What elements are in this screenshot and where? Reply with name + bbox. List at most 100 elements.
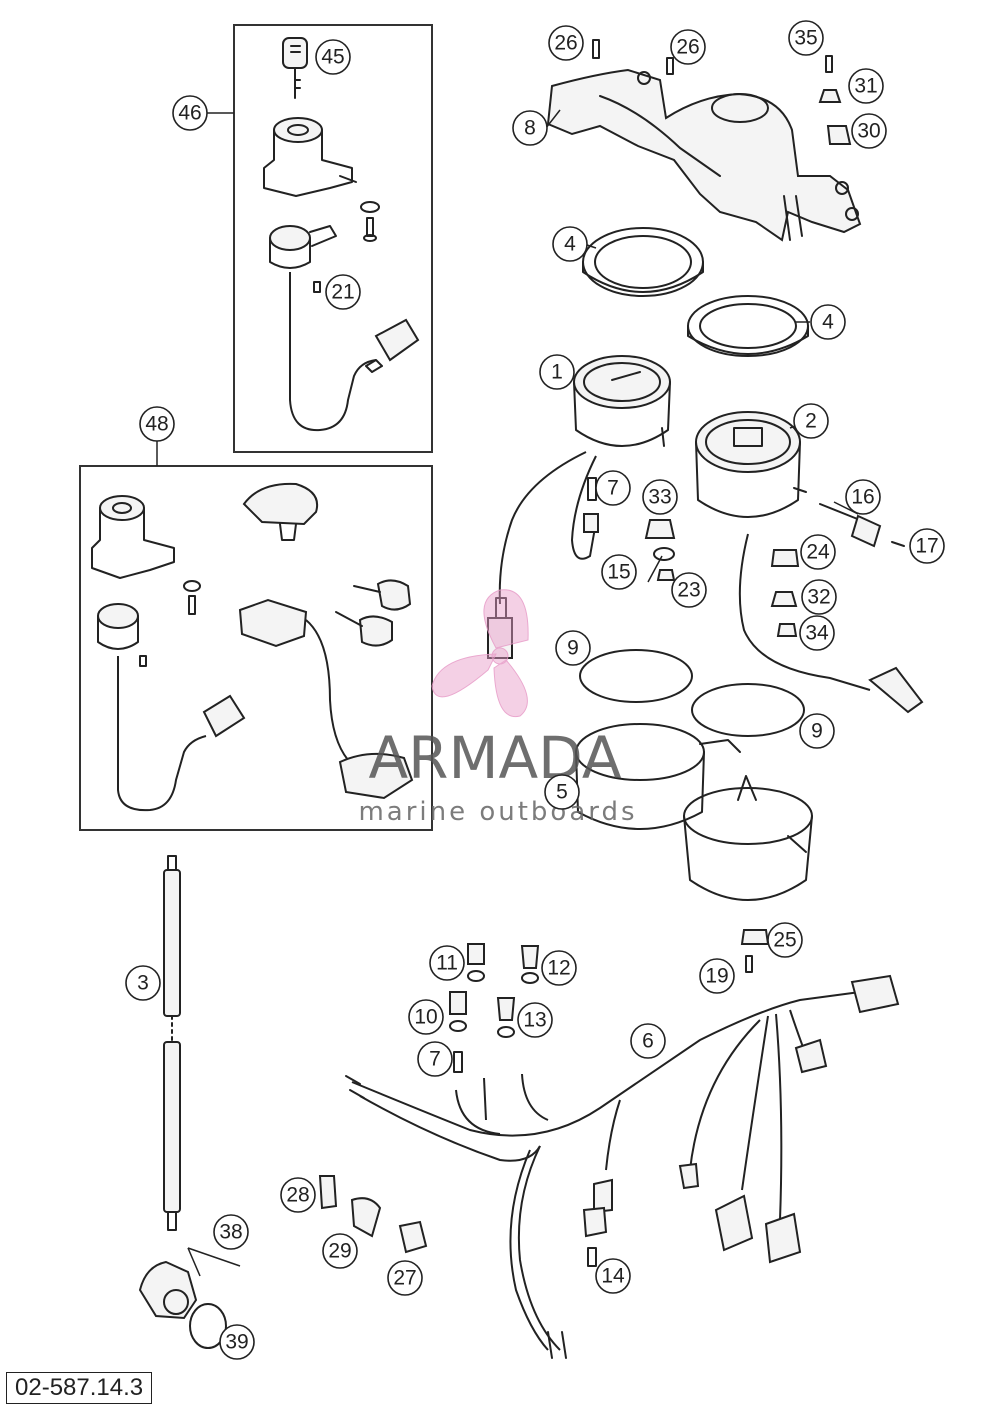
gauge-1-harness [487, 451, 599, 659]
callout-c9a: 9 [555, 630, 591, 666]
callout-label: 34 [805, 622, 829, 645]
lock-housing-48 [91, 495, 175, 579]
gauge-part-2 [695, 411, 807, 518]
callout-label: 11 [436, 952, 458, 975]
gasket-part-39 [189, 1303, 227, 1349]
callout-label: 31 [854, 75, 877, 98]
lock-housing [263, 117, 357, 197]
speedo-cable-part-3 [163, 855, 181, 1231]
callout-c27: 27 [387, 1260, 423, 1296]
callout-label: 3 [137, 972, 149, 995]
keys-pair [335, 579, 412, 647]
screw [366, 217, 374, 237]
callout-label: 21 [331, 281, 354, 304]
callout-c26a: 26 [548, 25, 584, 61]
bulb-part-11 [467, 943, 485, 965]
callout-label: 12 [547, 957, 570, 980]
callout-c33: 33 [642, 479, 678, 515]
callout-label: 25 [773, 929, 796, 952]
callout-c48: 48 [139, 406, 175, 442]
callout-c1: 1 [539, 354, 575, 390]
callout-label: 32 [807, 586, 830, 609]
callout-label: 13 [523, 1009, 546, 1032]
callout-c3: 3 [125, 965, 161, 1001]
bulb-part-12 [520, 945, 540, 969]
callout-c14: 14 [595, 1258, 631, 1294]
watermark-tagline: marine outboards [358, 797, 637, 827]
gauge-housing-part-5 [575, 723, 813, 901]
callout-c45: 45 [315, 39, 351, 75]
callout-c35: 35 [788, 20, 824, 56]
callout-label: 30 [857, 120, 880, 143]
instrument-bracket-part-8 [546, 68, 862, 242]
cover-cap [242, 482, 318, 526]
callout-label: 27 [393, 1267, 416, 1290]
callout-c10: 10 [408, 999, 444, 1035]
callout-label: 38 [219, 1221, 242, 1244]
callout-label: 48 [145, 413, 168, 436]
transponder-unit [238, 598, 414, 800]
callout-c11: 11 [429, 945, 465, 981]
group-46-frame [233, 24, 433, 453]
bolt-part-16 [819, 503, 882, 548]
bracket-part-28 [318, 1175, 338, 1210]
callout-c39: 39 [219, 1324, 255, 1360]
callout-c38: 38 [213, 1214, 249, 1250]
grommet-part-25 [740, 929, 770, 945]
callout-label: 7 [429, 1048, 441, 1071]
callout-c21: 21 [325, 274, 361, 310]
callout-c24: 24 [800, 534, 836, 570]
callout-label: 8 [524, 117, 536, 140]
seal-ring-9a [579, 649, 693, 703]
callout-c34: 34 [799, 615, 835, 651]
callout-label: 1 [551, 361, 563, 384]
bulb-part-14 [587, 1247, 597, 1267]
screw-35 [825, 55, 833, 73]
armada-propeller-logo [431, 589, 529, 718]
bezel-ring-4b [687, 295, 809, 357]
callout-c12: 12 [541, 950, 577, 986]
callout-c17: 17 [909, 528, 945, 564]
key-part-45 [282, 37, 308, 99]
bulb-part-10 [449, 991, 467, 1015]
callout-label: 19 [705, 965, 728, 988]
bulb-part-7b [453, 1051, 463, 1073]
callout-label: 46 [178, 102, 201, 125]
bulb-part-7 [587, 477, 597, 501]
callout-label: 4 [822, 311, 834, 334]
callout-label: 33 [648, 486, 671, 509]
screw-17 [891, 541, 905, 547]
callout-label: 35 [794, 27, 817, 50]
callout-label: 6 [642, 1030, 654, 1053]
washer-part-32 [770, 591, 798, 607]
callout-c4a: 4 [552, 226, 588, 262]
callout-c5: 5 [544, 774, 580, 810]
callout-c25: 25 [767, 922, 803, 958]
group-48-ignition-kit [79, 465, 433, 831]
drawing-number-label: 02-587.14.3 [6, 1372, 153, 1404]
callout-label: 23 [677, 579, 700, 602]
washer [360, 201, 380, 213]
callout-label: 15 [607, 561, 630, 584]
callout-c6: 6 [630, 1023, 666, 1059]
callout-label: 26 [554, 32, 577, 55]
callout-c32: 32 [801, 579, 837, 615]
callout-c28: 28 [280, 1177, 316, 1213]
callout-c46: 46 [172, 95, 208, 131]
callout-c30: 30 [851, 113, 887, 149]
callout-label: 2 [805, 410, 817, 433]
main-wiring-harness-part-6 [345, 974, 900, 1359]
callout-c26b: 26 [670, 29, 706, 65]
callout-c19: 19 [699, 958, 735, 994]
grommet-part-24 [770, 549, 800, 567]
nut-part-23 [656, 569, 676, 581]
callout-c29: 29 [322, 1233, 358, 1269]
nut-part-34 [776, 623, 798, 637]
group-46-ignition-kit [233, 24, 433, 453]
screw-part-21 [313, 281, 321, 293]
clamp-part-29 [350, 1197, 382, 1238]
callout-c13: 13 [517, 1002, 553, 1038]
callout-label: 16 [851, 486, 874, 509]
callout-label: 45 [321, 46, 344, 69]
